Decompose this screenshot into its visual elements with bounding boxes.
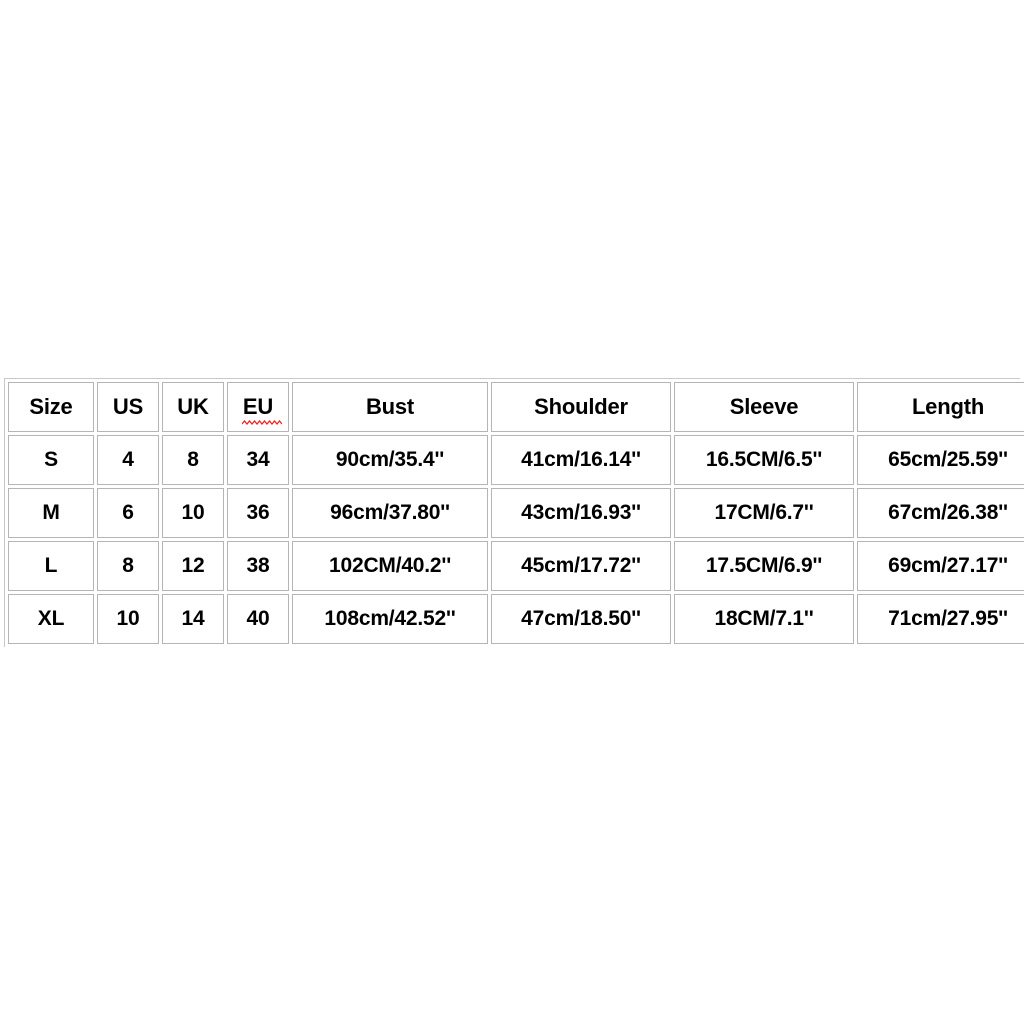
cell-sleeve: 17.5CM/6.9'' (674, 541, 854, 591)
cell-eu: 36 (227, 488, 289, 538)
squiggle-icon (241, 419, 282, 425)
cell-bust: 90cm/35.4'' (292, 435, 488, 485)
table-row: L 8 12 38 102CM/40.2'' 45cm/17.72'' 17.5… (8, 541, 1024, 591)
table-header-row: Size US UK EU Bust Shoulder Sleeve Lengt… (8, 382, 1024, 432)
column-header-sleeve: Sleeve (674, 382, 854, 432)
cell-shoulder: 47cm/18.50'' (491, 594, 671, 644)
cell-us: 4 (97, 435, 159, 485)
cell-sleeve: 16.5CM/6.5'' (674, 435, 854, 485)
column-header-shoulder: Shoulder (491, 382, 671, 432)
cell-size: L (8, 541, 94, 591)
cell-shoulder: 45cm/17.72'' (491, 541, 671, 591)
cell-sleeve: 18CM/7.1'' (674, 594, 854, 644)
column-header-eu: EU (227, 382, 289, 432)
cell-uk: 12 (162, 541, 224, 591)
table-row: XL 10 14 40 108cm/42.52'' 47cm/18.50'' 1… (8, 594, 1024, 644)
cell-shoulder: 43cm/16.93'' (491, 488, 671, 538)
cell-uk: 14 (162, 594, 224, 644)
cell-bust: 108cm/42.52'' (292, 594, 488, 644)
cell-uk: 8 (162, 435, 224, 485)
cell-size: M (8, 488, 94, 538)
cell-us: 8 (97, 541, 159, 591)
cell-size: XL (8, 594, 94, 644)
size-chart-table: Size US UK EU Bust Shoulder Sleeve Lengt… (5, 379, 1024, 647)
table-row: M 6 10 36 96cm/37.80'' 43cm/16.93'' 17CM… (8, 488, 1024, 538)
column-header-us: US (97, 382, 159, 432)
cell-bust: 102CM/40.2'' (292, 541, 488, 591)
cell-size: S (8, 435, 94, 485)
column-header-size: Size (8, 382, 94, 432)
cell-length: 67cm/26.38'' (857, 488, 1024, 538)
cell-bust: 96cm/37.80'' (292, 488, 488, 538)
column-header-bust: Bust (292, 382, 488, 432)
column-header-eu-label: EU (242, 393, 274, 419)
cell-eu: 40 (227, 594, 289, 644)
column-header-uk: UK (162, 382, 224, 432)
cell-eu: 38 (227, 541, 289, 591)
cell-eu: 34 (227, 435, 289, 485)
cell-shoulder: 41cm/16.14'' (491, 435, 671, 485)
cell-sleeve: 17CM/6.7'' (674, 488, 854, 538)
cell-uk: 10 (162, 488, 224, 538)
spellcheck-underline-eu: EU (241, 393, 282, 425)
cell-length: 71cm/27.95'' (857, 594, 1024, 644)
size-chart-container: Size US UK EU Bust Shoulder Sleeve Lengt… (4, 378, 1024, 647)
cell-us: 6 (97, 488, 159, 538)
column-header-length: Length (857, 382, 1024, 432)
cell-us: 10 (97, 594, 159, 644)
table-row: S 4 8 34 90cm/35.4'' 41cm/16.14'' 16.5CM… (8, 435, 1024, 485)
cell-length: 65cm/25.59'' (857, 435, 1024, 485)
cell-length: 69cm/27.17'' (857, 541, 1024, 591)
